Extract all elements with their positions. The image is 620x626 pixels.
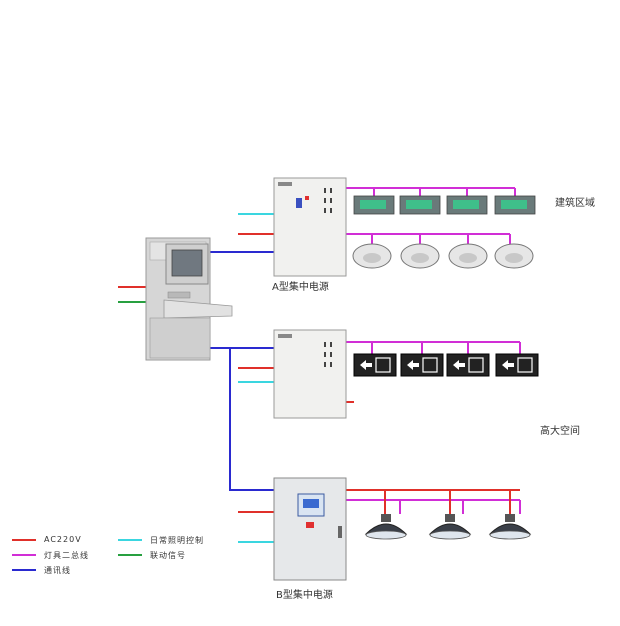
display-lights-row	[353, 195, 536, 215]
legend-comm: 通讯线	[44, 566, 71, 575]
display-light	[494, 195, 536, 215]
legend-daily: 日常照明控制	[150, 536, 204, 545]
high-bay-lights-row	[364, 514, 532, 540]
box-a-label: A型集中电源	[272, 282, 329, 293]
power-box-b	[273, 477, 347, 581]
legend-ac220v: AC220V	[44, 535, 82, 544]
exit-signs-row	[353, 353, 539, 377]
power-box-a	[273, 177, 347, 277]
exit-sign	[353, 353, 397, 377]
high-bay-light	[488, 514, 532, 540]
exit-sign	[495, 353, 539, 377]
area-1-label: 建筑区域	[555, 198, 595, 209]
monitoring-console	[145, 237, 233, 361]
high-bay-light	[364, 514, 408, 540]
dome-light	[448, 243, 488, 269]
wires	[118, 187, 521, 543]
exit-sign	[400, 353, 444, 377]
high-bay-light	[428, 514, 472, 540]
dome-light	[400, 243, 440, 269]
legend-bus: 灯具二总线	[44, 551, 89, 560]
exit-sign	[446, 353, 490, 377]
legend-link: 联动信号	[150, 551, 186, 560]
display-light	[399, 195, 441, 215]
comm-wire-b	[229, 348, 274, 491]
dome-lights-row	[352, 243, 534, 269]
legend-swatches	[12, 539, 142, 571]
power-box-2	[273, 329, 347, 419]
dome-light	[494, 243, 534, 269]
box-b-label: B型集中电源	[276, 590, 333, 601]
display-light	[446, 195, 488, 215]
area-2-label: 高大空间	[540, 426, 580, 437]
display-light	[353, 195, 395, 215]
dome-light	[352, 243, 392, 269]
